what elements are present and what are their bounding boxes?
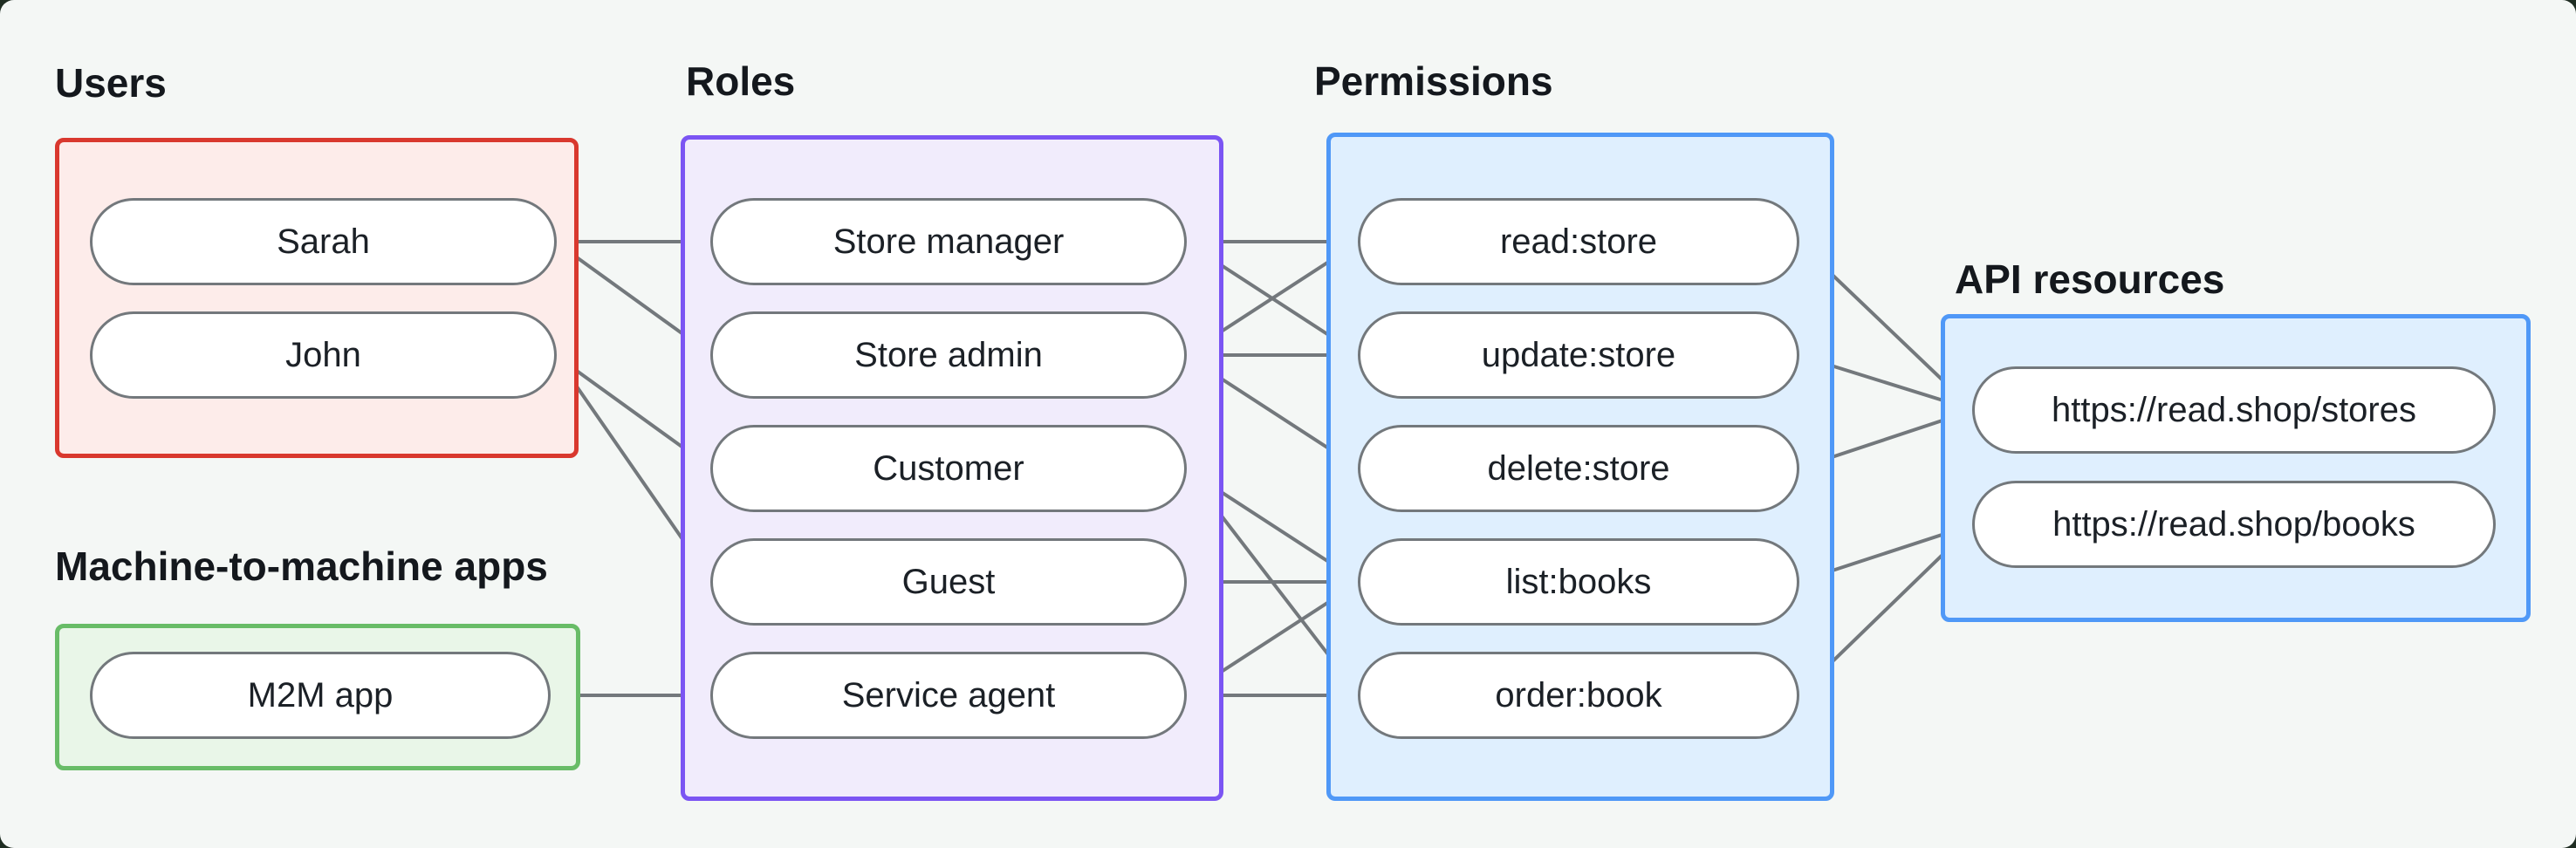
user-node-sarah: Sarah [90,198,557,285]
roles-section-label: Roles [686,58,796,104]
role-node-store-manager: Store manager [710,198,1187,285]
permission-node-delete-store: delete:store [1358,425,1799,512]
role-node-store-admin: Store admin [710,311,1187,399]
permission-node-read-store: read:store [1358,198,1799,285]
api-resources-group-box [1941,314,2531,622]
permission-node-list-books: list:books [1358,538,1799,626]
permissions-section-label: Permissions [1314,58,1553,104]
api-resource-node-books: https://read.shop/books [1972,481,2496,568]
role-node-customer: Customer [710,425,1187,512]
users-section-label: Users [55,60,167,106]
role-node-service-agent: Service agent [710,652,1187,739]
api-resource-node-stores: https://read.shop/stores [1972,366,2496,454]
permission-node-order-book: order:book [1358,652,1799,739]
api-resources-section-label: API resources [1955,256,2225,302]
permission-node-update-store: update:store [1358,311,1799,399]
m2m-app-node: M2M app [90,652,551,739]
users-group-box [55,138,579,458]
role-node-guest: Guest [710,538,1187,626]
user-node-john: John [90,311,557,399]
m2m-section-label: Machine-to-machine apps [55,544,548,589]
